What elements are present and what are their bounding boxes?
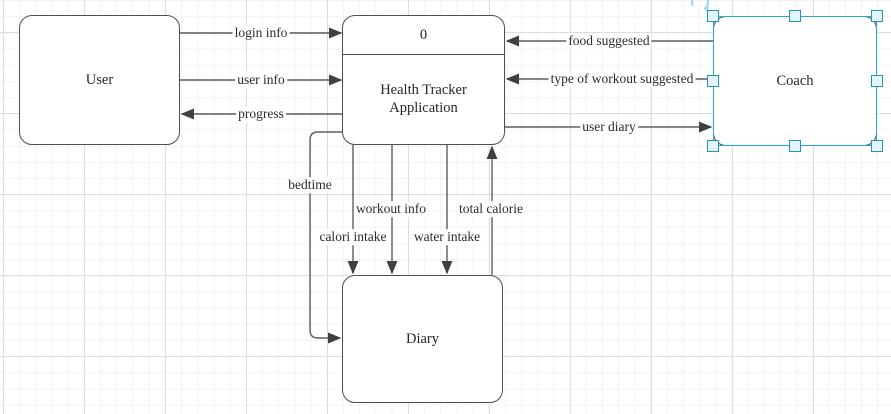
edge-label-type-of-workout-suggested[interactable]: type of workout suggested <box>548 71 696 87</box>
edge-label-total-calorie[interactable]: total calorie <box>456 201 526 217</box>
node-diary-label: Diary <box>405 330 439 347</box>
selection-handle-middle-left[interactable] <box>707 75 719 87</box>
edge-label-progress[interactable]: progress <box>236 106 286 122</box>
node-health-tracker-application[interactable]: 0 Health Tracker Application <box>342 15 505 145</box>
edge-label-user-diary[interactable]: user diary <box>580 119 638 135</box>
selection-handle-bottom-right[interactable] <box>871 140 883 152</box>
edge-label-calori-intake[interactable]: calori intake <box>317 229 389 245</box>
edge-bedtime[interactable] <box>309 131 342 344</box>
selection-handle-bottom-left[interactable] <box>707 140 719 152</box>
selection-outline <box>713 16 877 146</box>
edge-label-login-info[interactable]: login info <box>232 25 290 41</box>
node-diary[interactable]: Diary <box>342 275 503 403</box>
node-coach[interactable]: Coach <box>713 16 877 146</box>
selection-handle-top-center[interactable] <box>789 10 801 22</box>
edge-label-workout-info[interactable]: workout info <box>353 201 429 217</box>
node-user-label: User <box>85 71 114 88</box>
process-number-section: 0 <box>343 16 504 55</box>
node-user[interactable]: User <box>19 15 180 145</box>
selection-handle-middle-right[interactable] <box>871 75 883 87</box>
node-health-tracker-application-label: Health Tracker Application <box>380 82 467 116</box>
process-body-section: Health Tracker Application <box>343 55 504 144</box>
selection-handle-top-right[interactable] <box>871 10 883 22</box>
edge-label-user-info[interactable]: user info <box>235 72 287 88</box>
selection-handle-top-left[interactable] <box>707 10 719 22</box>
process-number: 0 <box>419 26 428 43</box>
selection-handle-bottom-center[interactable] <box>789 140 801 152</box>
edge-label-food-suggested[interactable]: food suggested <box>566 33 652 49</box>
edge-label-water-intake[interactable]: water intake <box>411 229 483 245</box>
edge-label-bedtime[interactable]: bedtime <box>286 177 334 193</box>
